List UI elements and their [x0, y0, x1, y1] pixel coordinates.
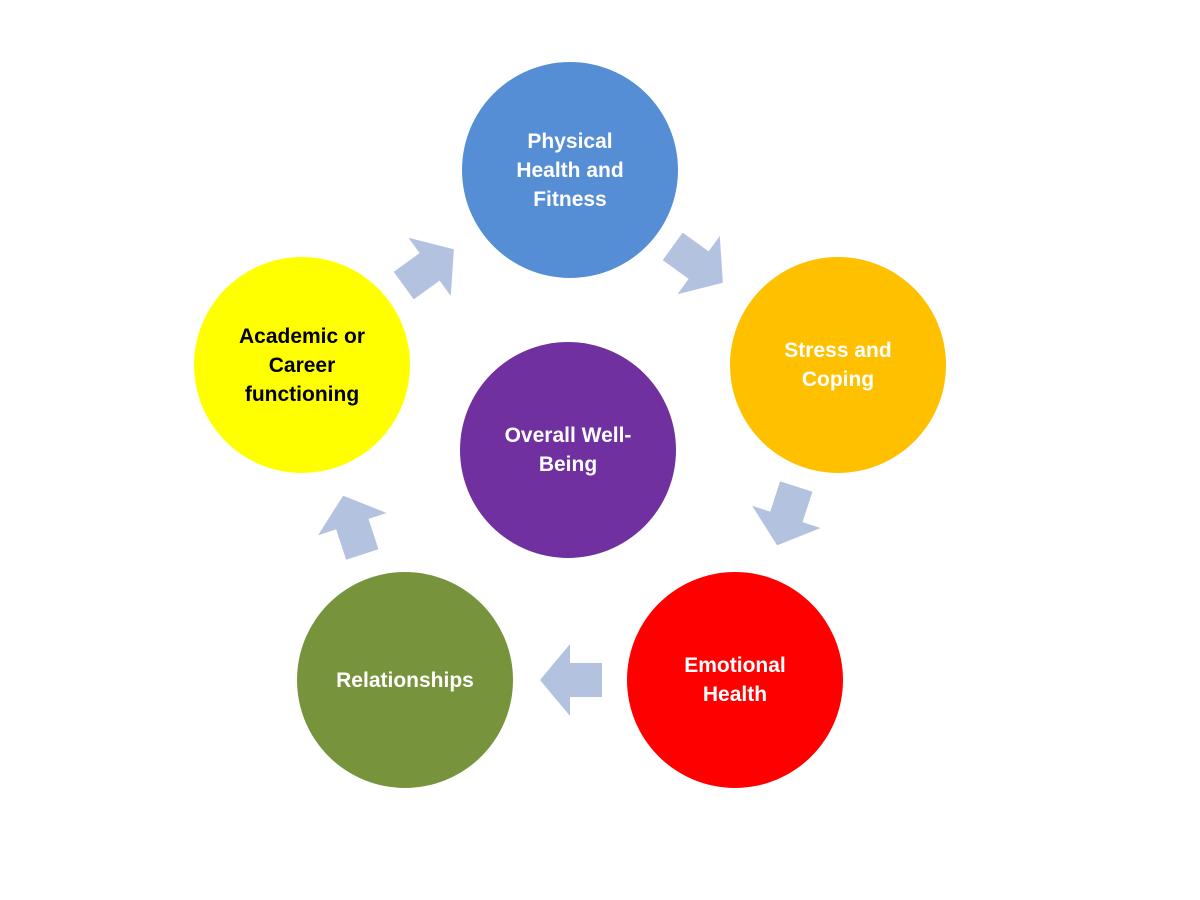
arrow-shape: [318, 495, 387, 560]
node-label: Relationships: [336, 668, 474, 692]
arrow-relationships-to-academic: [318, 495, 387, 560]
arrow-shape: [540, 644, 602, 716]
node-label: Emotional Health: [684, 654, 786, 706]
node-label: Stress and Coping: [784, 339, 892, 391]
node-stress-coping: Stress and Coping: [730, 257, 946, 473]
node-overall-well-being: Overall Well- Being: [460, 342, 676, 558]
node-label: Academic or Career functioning: [238, 324, 366, 406]
arrow-shape: [662, 232, 723, 295]
node-label: Physical Health and Fitness: [516, 129, 624, 211]
node-physical-health: Physical Health and Fitness: [462, 62, 678, 278]
arrow-physical-to-stress: [662, 232, 723, 295]
node-relationships: Relationships: [297, 572, 513, 788]
arrow-shape: [393, 237, 454, 300]
node-emotional-health: Emotional Health: [627, 572, 843, 788]
arrow-emotional-to-relationships: [540, 644, 602, 716]
node-label: Overall Well- Being: [504, 424, 632, 476]
arrow-shape: [752, 481, 821, 546]
arrow-academic-to-physical: [393, 237, 454, 300]
arrow-stress-to-emotional: [752, 481, 821, 546]
node-academic-career: Academic or Career functioning: [194, 257, 410, 473]
